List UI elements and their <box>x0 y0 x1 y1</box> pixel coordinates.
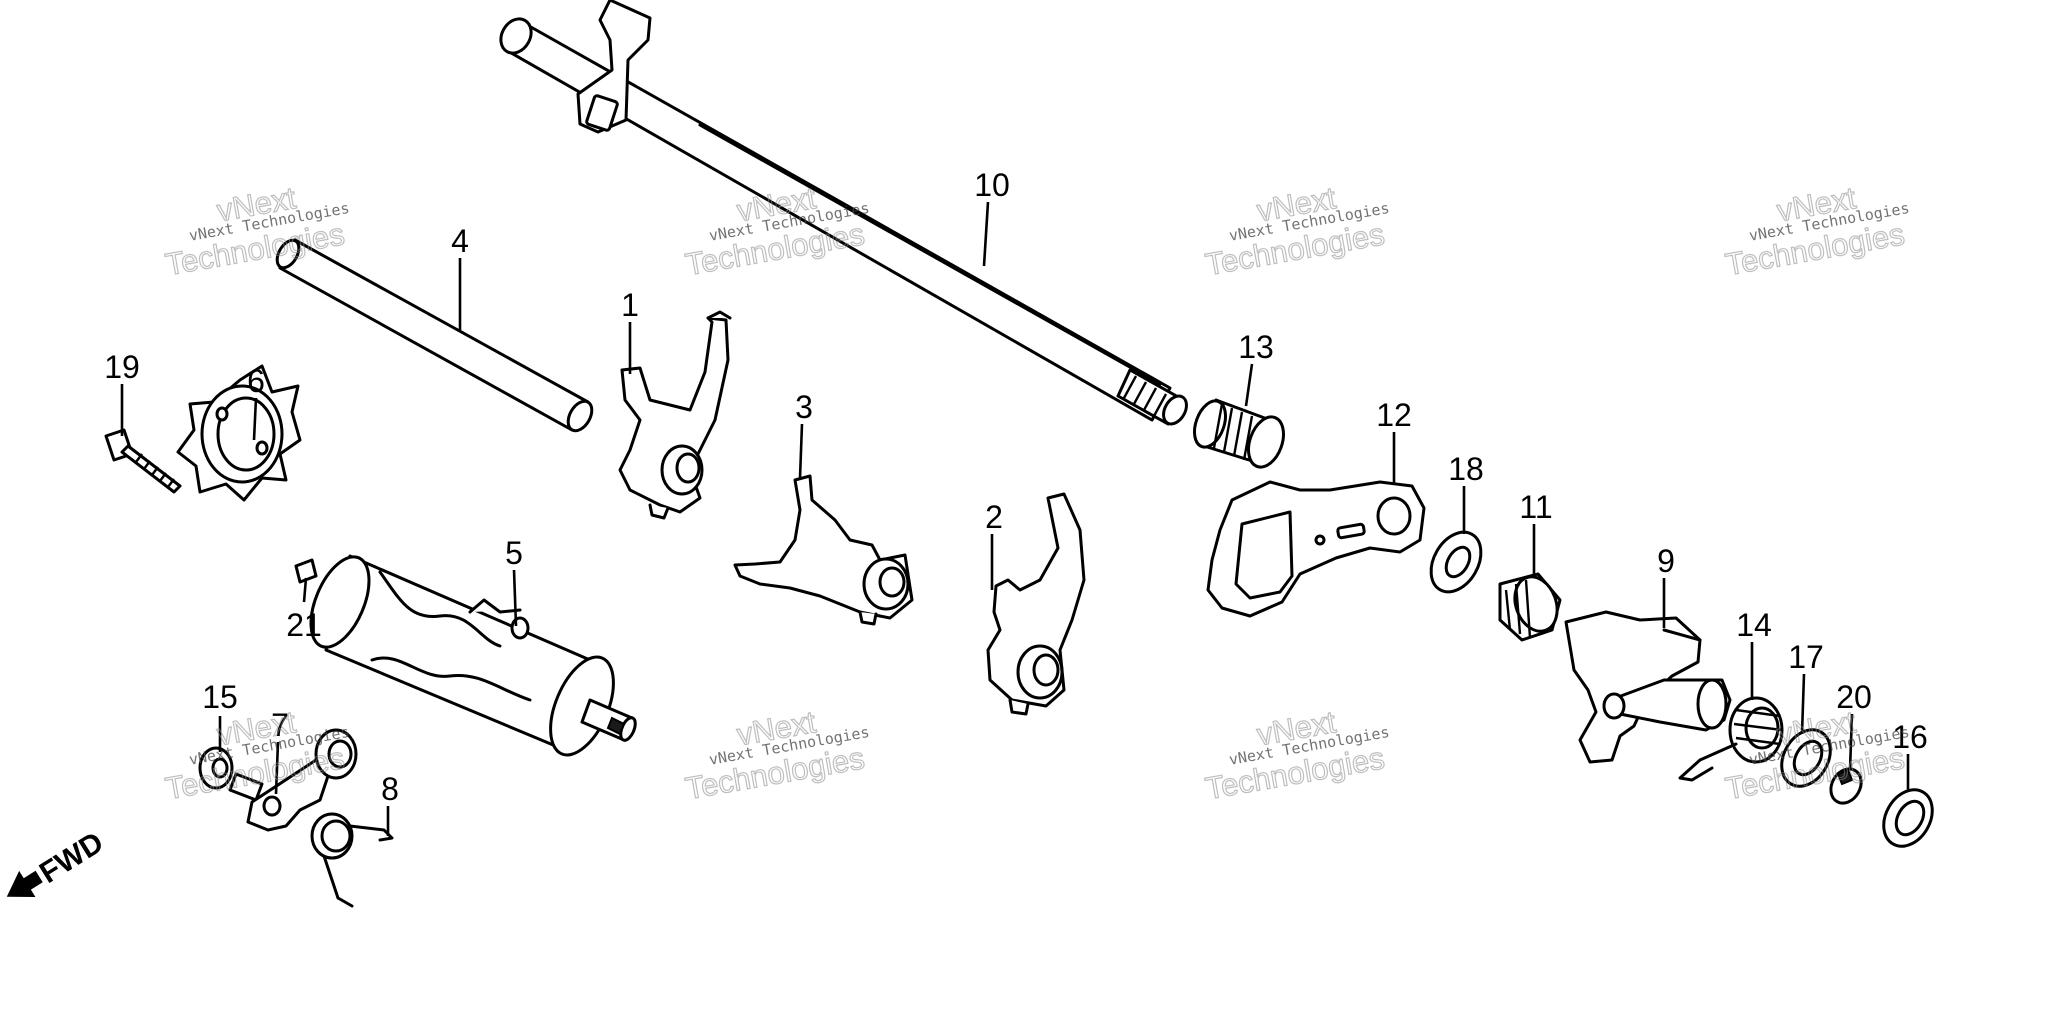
fwd-label: FWD <box>34 826 109 890</box>
fork-shaft-part <box>275 238 594 433</box>
dowel-pin-part <box>294 558 318 584</box>
circlip-part <box>1829 767 1863 805</box>
callout-18: 18 <box>1448 451 1484 487</box>
collar-spring-part <box>1192 398 1285 469</box>
washer-16-part <box>1882 788 1934 848</box>
callout-16: 16 <box>1892 719 1928 755</box>
callout-12: 12 <box>1376 397 1412 433</box>
washer-17-part <box>1780 728 1832 788</box>
shift-fork-2-part <box>986 492 1086 716</box>
callout-10: 10 <box>974 167 1010 203</box>
callout-17: 17 <box>1788 639 1824 675</box>
watermark-2: vNext vNext Technologies Technologies <box>682 180 871 283</box>
watermark-4: vNext vNext Technologies Technologies <box>1722 180 1911 283</box>
callout-5: 5 <box>505 535 523 571</box>
watermark-1: vNext vNext Technologies Technologies <box>162 180 351 283</box>
leader-lines <box>120 201 1910 836</box>
callout-3: 3 <box>795 389 813 425</box>
callout-21: 21 <box>286 607 322 643</box>
bolt-part <box>104 428 182 494</box>
callout-8: 8 <box>381 771 399 807</box>
drum-cam-plate-part <box>176 364 302 502</box>
callout-13: 13 <box>1238 329 1274 365</box>
arrow-left-down-icon <box>6 870 43 897</box>
spring-collar-part <box>1498 572 1562 642</box>
callout-labels: 10 4 1 3 2 5 6 19 21 15 7 8 13 12 18 11 … <box>104 167 1928 807</box>
stopper-arm-assembly-part <box>198 728 394 908</box>
callout-1: 1 <box>621 287 639 323</box>
callout-20: 20 <box>1836 679 1872 715</box>
shift-fork-1-part <box>618 310 732 520</box>
shift-plate-part <box>1206 480 1426 618</box>
watermark-5: vNext vNext Technologies Technologies <box>162 704 351 807</box>
fwd-indicator: FWD <box>6 826 109 897</box>
callout-15: 15 <box>202 679 238 715</box>
callout-6: 6 <box>247 363 265 399</box>
callout-11: 11 <box>1519 489 1552 525</box>
callout-7: 7 <box>271 707 289 743</box>
callout-19: 19 <box>104 349 140 385</box>
callout-9: 9 <box>1657 543 1675 579</box>
gearshift-spindle-part <box>499 0 1188 426</box>
shift-drum-part <box>309 554 637 757</box>
watermark-6: vNext vNext Technologies Technologies <box>682 704 871 807</box>
shift-fork-3-part <box>733 474 914 626</box>
callout-2: 2 <box>985 499 1003 535</box>
washer-18-part <box>1429 530 1483 594</box>
return-spring-part <box>1678 696 1784 782</box>
callout-4: 4 <box>451 223 469 259</box>
watermark-7: vNext vNext Technologies Technologies <box>1202 704 1391 807</box>
watermark-3: vNext vNext Technologies Technologies <box>1202 180 1391 283</box>
shift-arm-part <box>1564 610 1732 764</box>
callout-14: 14 <box>1736 607 1772 643</box>
